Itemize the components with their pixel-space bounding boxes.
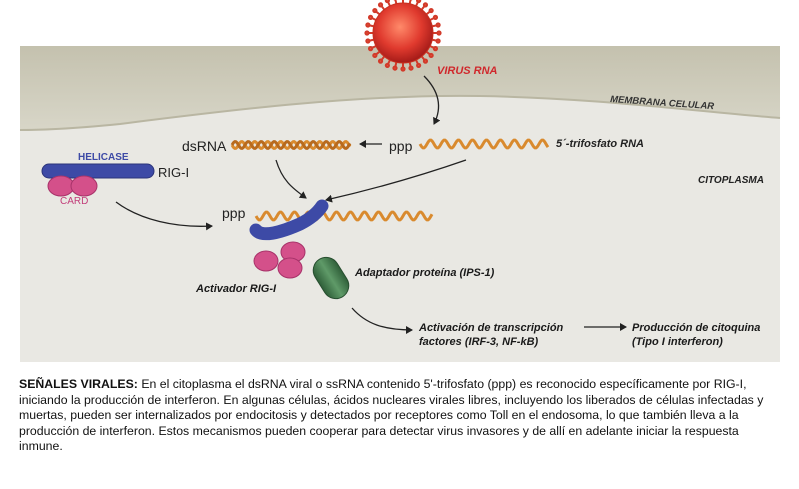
rig-i-label: RIG-I	[158, 165, 189, 180]
cytoplasm-label: CITOPLASMA	[698, 175, 764, 186]
adapter-protein-icon	[312, 256, 350, 300]
activated-helicase	[249, 199, 329, 241]
virus-rna-label: VIRUS RNA	[437, 65, 498, 77]
arrow-dsrna-to-complex	[275, 159, 307, 199]
cell-membrane	[20, 46, 780, 130]
figure-caption: SEÑALES VIRALES: En el citoplasma el dsR…	[19, 377, 785, 455]
activator-label: Activador RIG-I	[195, 283, 277, 295]
virus-particle-icon	[364, 0, 442, 72]
ppp-bound-label: ppp	[222, 205, 246, 221]
dsrna-label: dsRNA	[182, 138, 227, 154]
membrane-edge	[19, 94, 781, 131]
helicase-domain	[41, 163, 155, 179]
rig-i-signaling-diagram: VIRUS RNA MEMBRANA CELULAR CITOPLASMA ds…	[19, 0, 781, 362]
caption-body: En el citoplasma el dsRNA viral o ssRNA …	[19, 377, 764, 454]
transcription-label-line1: Activación de transcripción	[418, 322, 564, 334]
arrow-virus-to-rna	[423, 75, 441, 125]
ppp-label: ppp	[389, 138, 413, 154]
cytokine-label-line1: Producción de citoquina	[632, 322, 760, 334]
caption-title: SEÑALES VIRALES:	[19, 377, 138, 391]
cytokine-label-line2: (Tipo I interferon)	[632, 336, 723, 348]
triphosphate-rna-strand	[418, 138, 550, 150]
arrow-rigi-to-activation	[115, 201, 213, 231]
bound-rna-strand	[254, 210, 434, 222]
card-label: CARD	[60, 196, 88, 207]
triphosphate-rna-label: 5´-trifosfato RNA	[556, 138, 644, 150]
dsrna-strand	[230, 139, 352, 151]
transcription-label-line2: factores (IRF-3, NF-kB)	[419, 336, 539, 348]
activated-card-domains	[253, 241, 306, 279]
arrow-ssrna-to-complex	[325, 159, 467, 203]
arrow-to-transcription	[351, 307, 413, 334]
card-domains	[47, 175, 98, 197]
helicase-label: HELICASE	[78, 152, 129, 163]
adapter-label: Adaptador proteína (IPS-1)	[354, 267, 495, 279]
